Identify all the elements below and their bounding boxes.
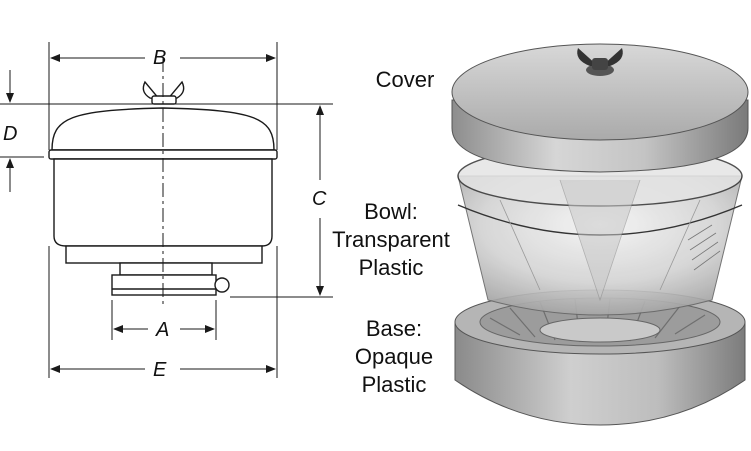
dimension-label-a: A bbox=[156, 319, 170, 341]
base-label-line3: Plastic bbox=[361, 372, 427, 397]
cover-label: Cover bbox=[360, 66, 450, 94]
cover-image bbox=[451, 43, 749, 173]
base-label-line2: Opaque bbox=[354, 344, 434, 369]
dimension-label-d: D bbox=[3, 123, 18, 145]
bowl-printed-label bbox=[687, 224, 721, 271]
outlet-neck bbox=[119, 262, 213, 276]
base-label-line1: Base: bbox=[365, 316, 423, 341]
bowl-band bbox=[65, 245, 263, 264]
dimension-label-b: B bbox=[153, 47, 167, 69]
extension-lines bbox=[0, 42, 333, 378]
dimension-label-c: C bbox=[312, 188, 327, 210]
bowl-label-line3: Plastic bbox=[358, 255, 424, 280]
dimension-label-e: E bbox=[153, 359, 167, 381]
outlet-tube bbox=[111, 274, 217, 296]
bowl-label-line2: Transparent bbox=[332, 227, 450, 252]
cover-label-line1: Cover bbox=[375, 67, 435, 92]
product-illustration bbox=[451, 43, 749, 426]
bowl-label-line1: Bowl: bbox=[364, 199, 418, 224]
base-label: Base: Opaque Plastic bbox=[344, 315, 444, 399]
bowl-label: Bowl: Transparent Plastic bbox=[318, 198, 464, 282]
dimension-lines bbox=[5, 54, 324, 373]
clamp-screw bbox=[214, 277, 230, 293]
